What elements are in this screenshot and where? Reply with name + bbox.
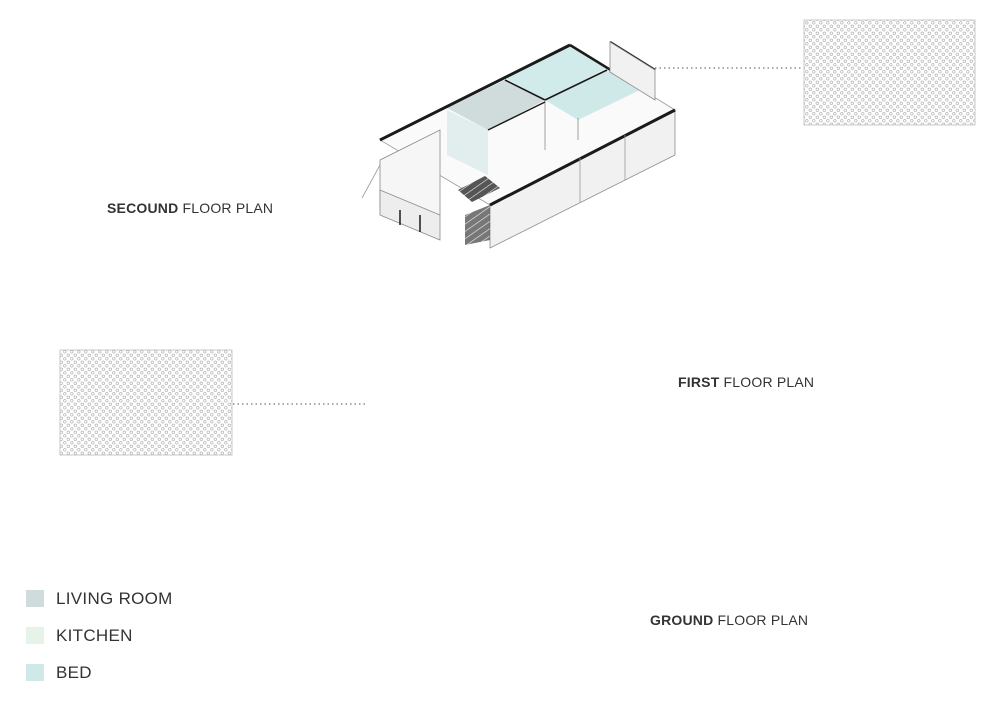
legend-label: BED <box>56 663 92 682</box>
label-ground-floor: GROUND FLOOR PLAN <box>650 612 809 628</box>
screen-panel-left <box>59 349 233 456</box>
label-first-floor: FIRST FLOOR PLAN <box>678 374 815 390</box>
label-second-floor: SECOUND FLOOR PLAN <box>107 200 274 216</box>
legend-swatch-living-room <box>26 590 44 607</box>
legend-label: KITCHEN <box>56 626 133 645</box>
second-floor-stair <box>458 176 500 202</box>
screen-panel-right <box>803 19 976 126</box>
second-floor-model <box>361 40 676 249</box>
legend-label: LIVING ROOM <box>56 589 173 608</box>
legend-swatch-kitchen <box>26 627 44 644</box>
legend-swatch-bed <box>26 664 44 681</box>
second-bed <box>545 70 640 120</box>
second-living-room <box>447 80 545 130</box>
second-kitchen <box>505 46 607 100</box>
